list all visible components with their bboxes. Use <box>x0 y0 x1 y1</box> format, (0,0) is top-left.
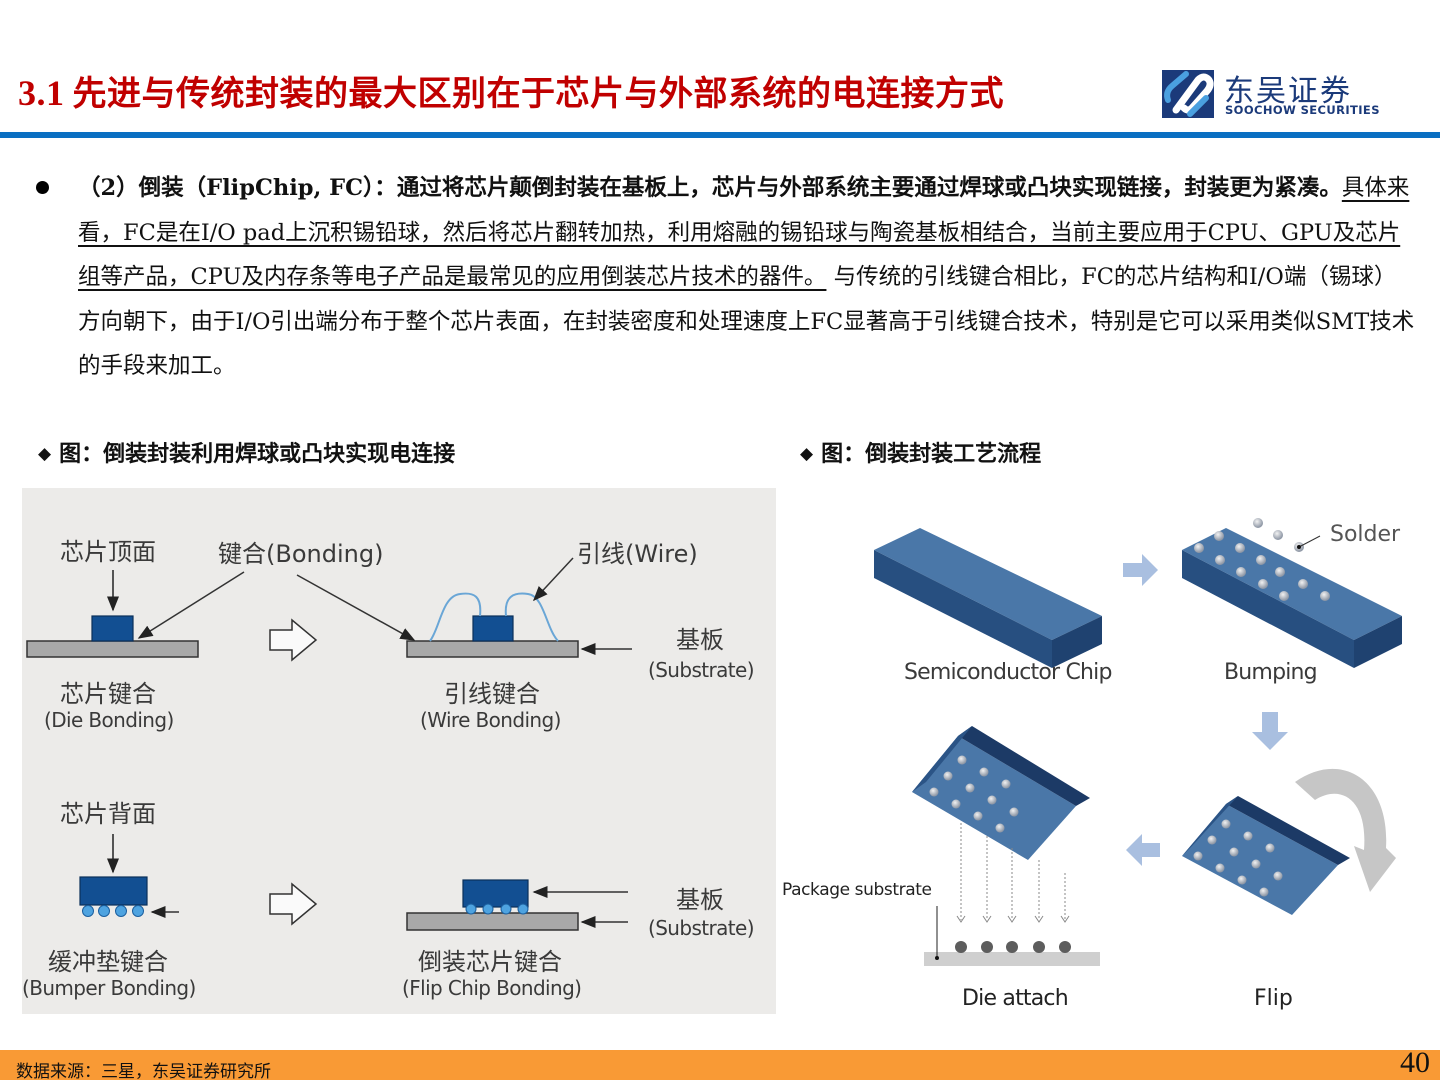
bumping-illustration <box>1182 518 1402 668</box>
logo-name-cn: 东吴证券 <box>1224 74 1352 109</box>
paragraph-plain: 与传统的引线键合相比，FC的芯片结构和I/O端（锡球）方向朝下，由于I/O引出端… <box>78 264 1415 379</box>
paragraph-heading: （2）倒装（FlipChip, FC）： <box>78 175 397 201</box>
semiconductor-chip-illustration <box>874 528 1102 668</box>
step-label-flip: Flip <box>1254 986 1293 1011</box>
label-bonding: 键合(Bonding) <box>218 540 384 568</box>
figure-caption-left: ◆ 图：倒装封装利用焊球或凸块实现电连接 <box>38 436 455 468</box>
process-arrow-right-icon <box>1123 554 1158 586</box>
label-wire: 引线(Wire) <box>577 540 698 568</box>
logo-name-en: SOOCHOW SECURITIES <box>1225 103 1380 117</box>
caption-text: 图：倒装封装利用焊球或凸块实现电连接 <box>59 441 456 467</box>
label-die-bonding-en: (Die Bonding) <box>44 708 174 732</box>
title-text: 先进与传统封装的最大区别在于芯片与外部系统的电连接方式 <box>72 74 1004 114</box>
filled-circle-bullet-icon <box>36 181 49 194</box>
page-number: 40 <box>1400 1046 1430 1079</box>
body-paragraph: （2）倒装（FlipChip, FC）：通过将芯片颠倒封装在基板上，芯片与外部系… <box>78 166 1418 389</box>
label-bumper-bonding-en: (Bumper Bonding) <box>22 976 196 1000</box>
figure-caption-right: ◆ 图：倒装封装工艺流程 <box>800 436 1041 468</box>
label-substrate-en-1: (Substrate) <box>648 658 755 682</box>
label-substrate-en-2: (Substrate) <box>648 916 755 940</box>
flip-chip-bonding-illustration <box>406 879 628 931</box>
diamond-bullet-icon: ◆ <box>800 444 814 464</box>
diamond-bullet-icon: ◆ <box>38 444 52 464</box>
hollow-arrow-icon <box>269 882 318 926</box>
footer-bar: 数据来源：三星，东吴证券研究所 40 <box>0 1046 1440 1082</box>
label-substrate-cn-2: 基板 <box>676 886 724 914</box>
die-bonding-illustration <box>26 570 416 658</box>
process-arrow-left-icon <box>1126 834 1160 866</box>
company-logo: 东吴证券 SOOCHOW SECURITIES <box>1162 64 1382 124</box>
process-diagram-graphics <box>874 518 1402 966</box>
label-flip-chip-bonding-cn: 倒装芯片键合 <box>418 948 562 976</box>
label-substrate-cn-1: 基板 <box>676 626 724 654</box>
flip-illustration <box>1182 768 1396 915</box>
die-attach-illustration <box>912 726 1100 966</box>
label-bumper-bonding-cn: 缓冲垫键合 <box>48 948 168 976</box>
label-chip-back: 芯片背面 <box>60 800 156 828</box>
header-divider <box>0 132 1440 138</box>
flip-chip-process-diagram: Solder Semiconductor Chip Bumping Packag… <box>780 488 1420 1028</box>
section-number: 3.1 <box>18 73 65 113</box>
label-package-substrate: Package substrate <box>782 880 932 900</box>
label-wire-bonding-cn: 引线键合 <box>444 680 540 708</box>
process-arrow-down-icon <box>1252 712 1288 750</box>
paragraph-underlined: 具体来看，FC是在I/O pad上沉积锡铅球，然后将芯片翻转加热，利用熔融的锡铅… <box>78 175 1410 290</box>
label-die-bonding-cn: 芯片键合 <box>60 680 156 708</box>
soochow-logo-icon <box>1162 70 1214 118</box>
bonding-diagram: 芯片顶面 键合(Bonding) 引线(Wire) 基板 (Substrate)… <box>22 488 776 1014</box>
label-flip-chip-bonding-en: (Flip Chip Bonding) <box>402 976 582 1000</box>
caption-text: 图：倒装封装工艺流程 <box>821 441 1042 467</box>
bonding-diagram-graphics <box>26 557 632 931</box>
step-label-bumping: Bumping <box>1224 660 1318 685</box>
wire-bonding-illustration <box>406 557 632 658</box>
label-chip-top: 芯片顶面 <box>60 538 156 566</box>
label-wire-bonding-en: (Wire Bonding) <box>420 708 561 732</box>
paragraph-bold-lead: 通过将芯片颠倒封装在基板上，芯片与外部系统主要通过焊球或凸块实现链接，封装更为紧… <box>396 175 1342 201</box>
bumper-bonding-illustration <box>79 834 179 918</box>
label-solder: Solder <box>1330 522 1401 547</box>
hollow-arrow-icon <box>269 618 318 662</box>
data-source: 数据来源：三星，东吴证券研究所 <box>16 1062 271 1082</box>
step-label-semiconductor-chip: Semiconductor Chip <box>904 660 1112 685</box>
step-label-die-attach: Die attach <box>962 986 1069 1011</box>
